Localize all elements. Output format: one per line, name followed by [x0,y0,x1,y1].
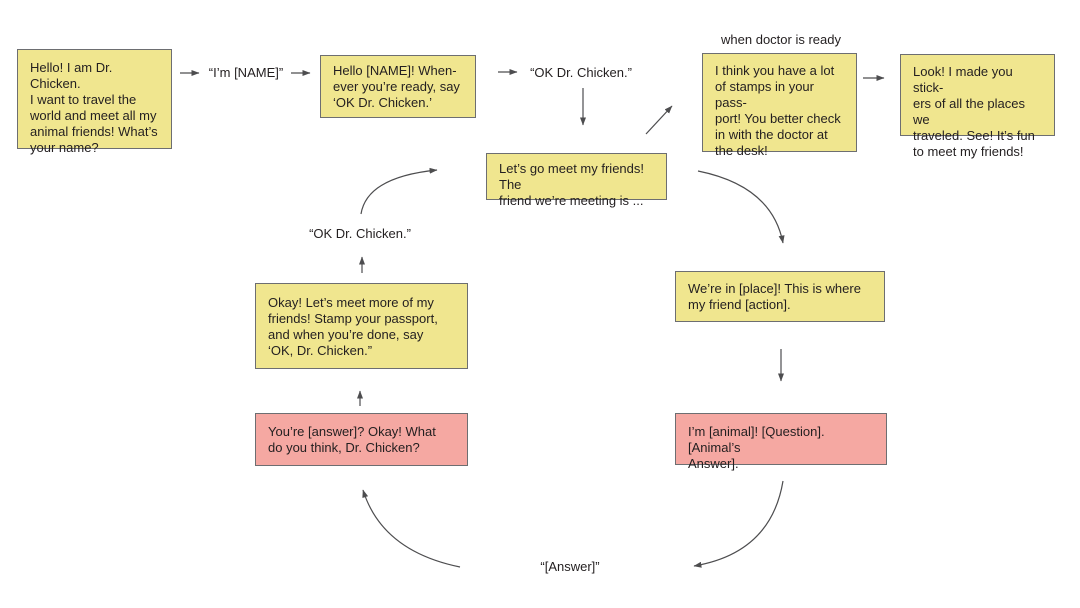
node-meet-friend: Let’s go meet my friends! The friend we’… [486,153,667,208]
node-animal-intro: I’m [animal]! [Question]. [Animal’s Answ… [675,413,887,471]
node-meet-more: Okay! Let’s meet more of my friends! Sta… [255,283,468,369]
annotation-when-doctor-ready: when doctor is ready [721,32,841,47]
arrow-meet-friend-to-passport-check [645,105,673,135]
arrow-down-to-place-curve [697,170,785,244]
speech-label-answer: “[Answer]” [540,559,600,574]
speech-label-ok-dr-chicken-top: “OK Dr. Chicken.” [530,65,632,80]
node-passport-check: I think you have a lot of stamps in your… [702,53,857,158]
speech-label-ok-dr-chicken-loop: “OK Dr. Chicken.” [309,226,411,241]
node-greeting: Hello! I am Dr. Chicken. I want to trave… [17,49,172,155]
node-stickers: Look! I made you stick- ers of all the p… [900,54,1055,159]
arrow-ok-loop-to-meet-friend-curve [360,167,438,215]
node-answer-echo: You’re [answer]? Okay! What do you think… [255,413,468,466]
arrow-animal-to-answer-curve [693,480,784,568]
speech-label-im-name: “I’m [NAME]” [208,65,284,80]
node-place-intro: We’re in [place]! This is where my frien… [675,271,885,322]
arrow-answer-to-echo-curve [362,489,461,568]
node-ready-prompt: Hello [NAME]! When- ever you’re ready, s… [320,55,476,118]
